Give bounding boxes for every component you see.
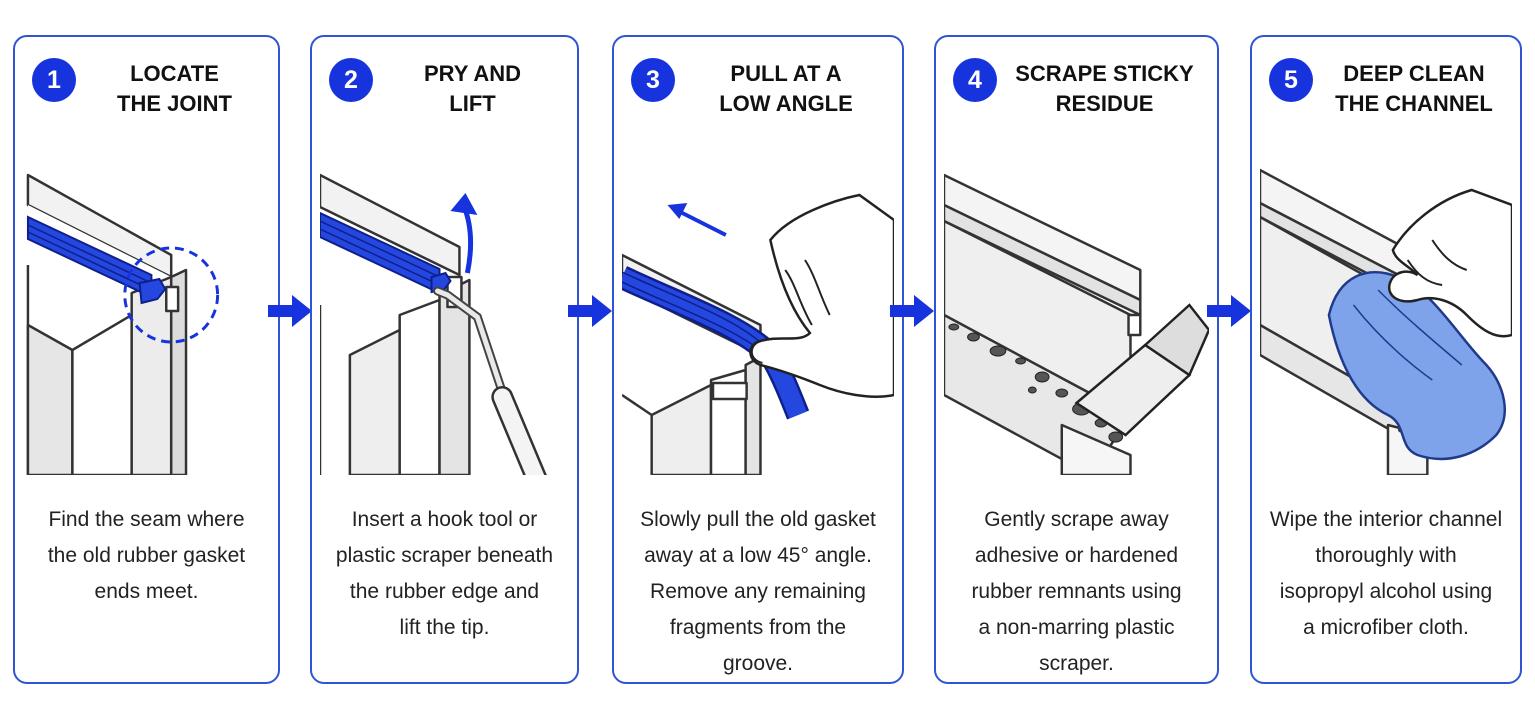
step-description: Gently scrape away adhesive or hardened … bbox=[971, 508, 1182, 675]
step-number-badge: 3 bbox=[631, 58, 675, 102]
step-number-badge: 1 bbox=[32, 58, 76, 102]
next-step-arrow-icon bbox=[890, 295, 934, 327]
step-description: Slowly pull the old gasket away at a low… bbox=[640, 508, 876, 675]
scraper-residue-illustration bbox=[944, 165, 1209, 475]
step-title: DEEP CLEAN THE CHANNEL bbox=[1335, 61, 1493, 116]
step-title: PULL AT A LOW ANGLE bbox=[719, 61, 853, 116]
step-card-2: 2 PRY AND LIFT Insert a h bbox=[310, 35, 579, 684]
next-step-arrow-icon bbox=[268, 295, 312, 327]
step-card-5: 5 DEEP CLEAN THE CHANNEL Wipe the interi… bbox=[1250, 35, 1522, 684]
step-description: Find the seam where the old rubber gaske… bbox=[47, 508, 246, 603]
hand-pulling-gasket-illustration bbox=[622, 165, 894, 475]
step-title: PRY AND LIFT bbox=[424, 61, 521, 116]
step-title: LOCATE THE JOINT bbox=[117, 61, 232, 116]
step-number-badge: 4 bbox=[953, 58, 997, 102]
cloth-cleaning-channel-illustration bbox=[1260, 165, 1512, 475]
next-step-arrow-icon bbox=[1207, 295, 1251, 327]
step-description: Wipe the interior channel thoroughly wit… bbox=[1269, 508, 1503, 639]
step-card-4: 4 SCRAPE STICKY RESIDUE bbox=[934, 35, 1219, 684]
step-number-badge: 2 bbox=[329, 58, 373, 102]
step-title: SCRAPE STICKY RESIDUE bbox=[1015, 61, 1194, 116]
step-description: Insert a hook tool or plastic scraper be… bbox=[335, 508, 554, 639]
next-step-arrow-icon bbox=[568, 295, 612, 327]
step-card-3: 3 PULL AT A LOW ANGLE Slo bbox=[612, 35, 904, 684]
frame-corner-joint-illustration bbox=[23, 165, 270, 475]
step-number-badge: 5 bbox=[1269, 58, 1313, 102]
step-card-1: 1 LOCATE THE JOINT Find the seam where bbox=[13, 35, 280, 684]
hook-tool-lifting-illustration bbox=[320, 165, 569, 475]
